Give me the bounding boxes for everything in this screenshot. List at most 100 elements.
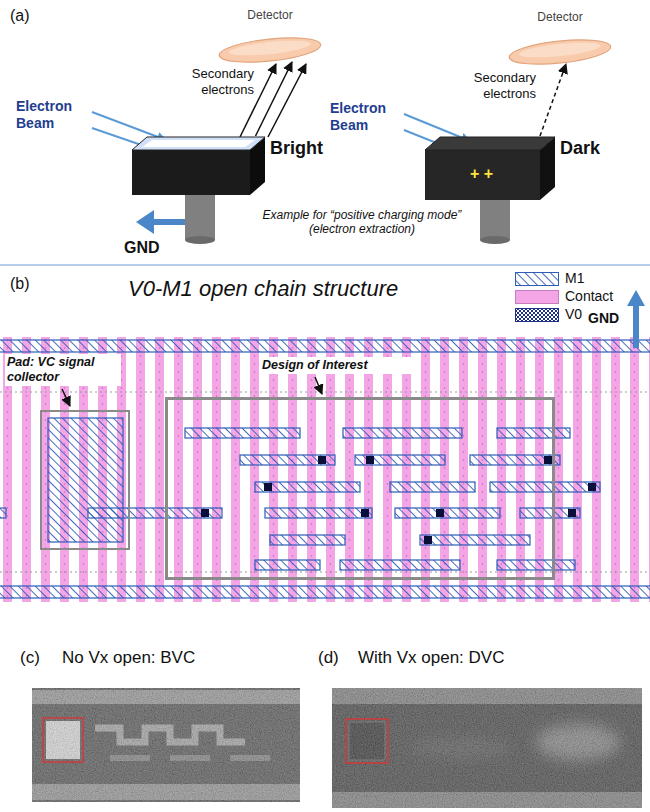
sample-shape <box>132 137 265 150</box>
legend-swatch <box>516 273 559 286</box>
ground-arrow <box>633 304 639 348</box>
m1-line <box>497 560 575 570</box>
detector-label: Detector <box>215 8 325 22</box>
sample-shape <box>185 191 215 240</box>
note-text: Example for “positive charging mode” (el… <box>262 208 462 237</box>
sample-shape <box>425 150 540 200</box>
ground-arrow <box>152 219 186 225</box>
panel-letter: (d) <box>318 648 339 668</box>
legend-swatch <box>516 309 559 322</box>
m1-line <box>340 560 460 570</box>
m1-line <box>520 508 580 518</box>
beam-label: Electron Beam <box>16 98 90 132</box>
detector-label: Detector <box>505 10 615 24</box>
legend-swatch <box>515 272 559 286</box>
m1-line <box>490 482 600 492</box>
m1-line <box>0 340 650 598</box>
highlight-square <box>43 718 83 762</box>
sample-shape <box>132 150 250 195</box>
legend-label: M1 <box>565 270 584 287</box>
layout-pattern <box>0 337 650 602</box>
v0-via <box>366 456 374 464</box>
sample-block: Bright <box>128 136 333 244</box>
legend-row: M1 <box>515 270 635 288</box>
m1-line <box>185 428 300 438</box>
m1-line <box>355 455 445 465</box>
legend-row: Contact <box>515 288 635 306</box>
v0-via <box>588 483 596 491</box>
v0-via <box>361 509 369 517</box>
leader-arrow <box>62 389 70 406</box>
sample-shape <box>425 137 555 150</box>
ground-label: GND <box>124 238 160 257</box>
ground-arrow <box>627 290 645 306</box>
pad-box: Pad: VC signal collector <box>40 410 130 550</box>
electron-path <box>256 62 292 136</box>
v0-via <box>436 509 444 517</box>
sample-shape <box>480 236 510 244</box>
m1-line <box>0 586 650 598</box>
m1-line <box>470 455 560 465</box>
structure-title: V0-M1 open chain structure <box>128 276 398 302</box>
panel-separator <box>0 264 650 266</box>
ground-arrow <box>136 210 154 234</box>
detector-shape <box>218 34 322 67</box>
m1-line <box>343 428 462 438</box>
m1-line <box>88 508 222 518</box>
leader-arrow <box>315 377 322 394</box>
ground-arrow <box>136 210 186 234</box>
detector-shape <box>518 40 601 61</box>
connector-group <box>256 62 567 136</box>
design-box: Design of Interest <box>165 397 555 580</box>
panel-letter: (c) <box>20 648 40 668</box>
m1-line <box>497 428 570 438</box>
sample-shape <box>142 140 255 147</box>
state-label: Dark <box>560 138 600 160</box>
sample-shape <box>480 196 510 240</box>
legend: M1ContactV0 <box>515 270 635 324</box>
panel-caption: With Vx open: DVC <box>358 648 504 668</box>
legend-swatch <box>515 308 559 322</box>
m1-line <box>395 508 500 518</box>
legend-row: V0 <box>515 306 635 324</box>
charge-sign: + + <box>470 164 493 183</box>
panel-caption: No Vx open: BVC <box>62 648 195 668</box>
edge-label: Secondary electrons <box>168 66 254 97</box>
sem-image <box>332 688 642 808</box>
legend-label: Contact <box>565 288 613 305</box>
sample-shape <box>185 236 215 244</box>
electron-beam-arrow <box>92 112 166 140</box>
v0-via <box>318 456 326 464</box>
legend-swatch <box>515 290 559 304</box>
sem-image <box>32 688 300 802</box>
ground-arrow <box>627 290 645 348</box>
state-label: Bright <box>270 138 323 160</box>
m1-line <box>420 535 530 545</box>
edge-label: Secondary electrons <box>466 70 536 101</box>
sem-image <box>332 688 642 808</box>
m1-line <box>0 508 6 518</box>
m1-line <box>48 418 123 542</box>
m1-line <box>265 508 372 518</box>
v0-via <box>201 456 596 544</box>
m1-line <box>240 455 335 465</box>
m1-line <box>0 340 650 352</box>
ground-label: GND <box>588 310 619 327</box>
m1-line <box>270 535 345 545</box>
layout-pattern <box>0 392 650 393</box>
legend-swatch <box>516 291 559 304</box>
v0-via <box>424 536 432 544</box>
detector-shape <box>228 38 311 59</box>
region-label: Design of Interest <box>260 357 414 374</box>
layout-pattern <box>0 337 650 602</box>
sem-image <box>32 688 300 802</box>
pad-label: Pad: VC signal collector <box>5 354 121 386</box>
v0-via <box>544 456 552 464</box>
panel-letter: (b) <box>10 274 30 293</box>
m1-line <box>390 482 475 492</box>
highlight-square <box>346 719 388 763</box>
detector-disc: Detector <box>505 8 615 64</box>
v0-via <box>264 483 272 491</box>
